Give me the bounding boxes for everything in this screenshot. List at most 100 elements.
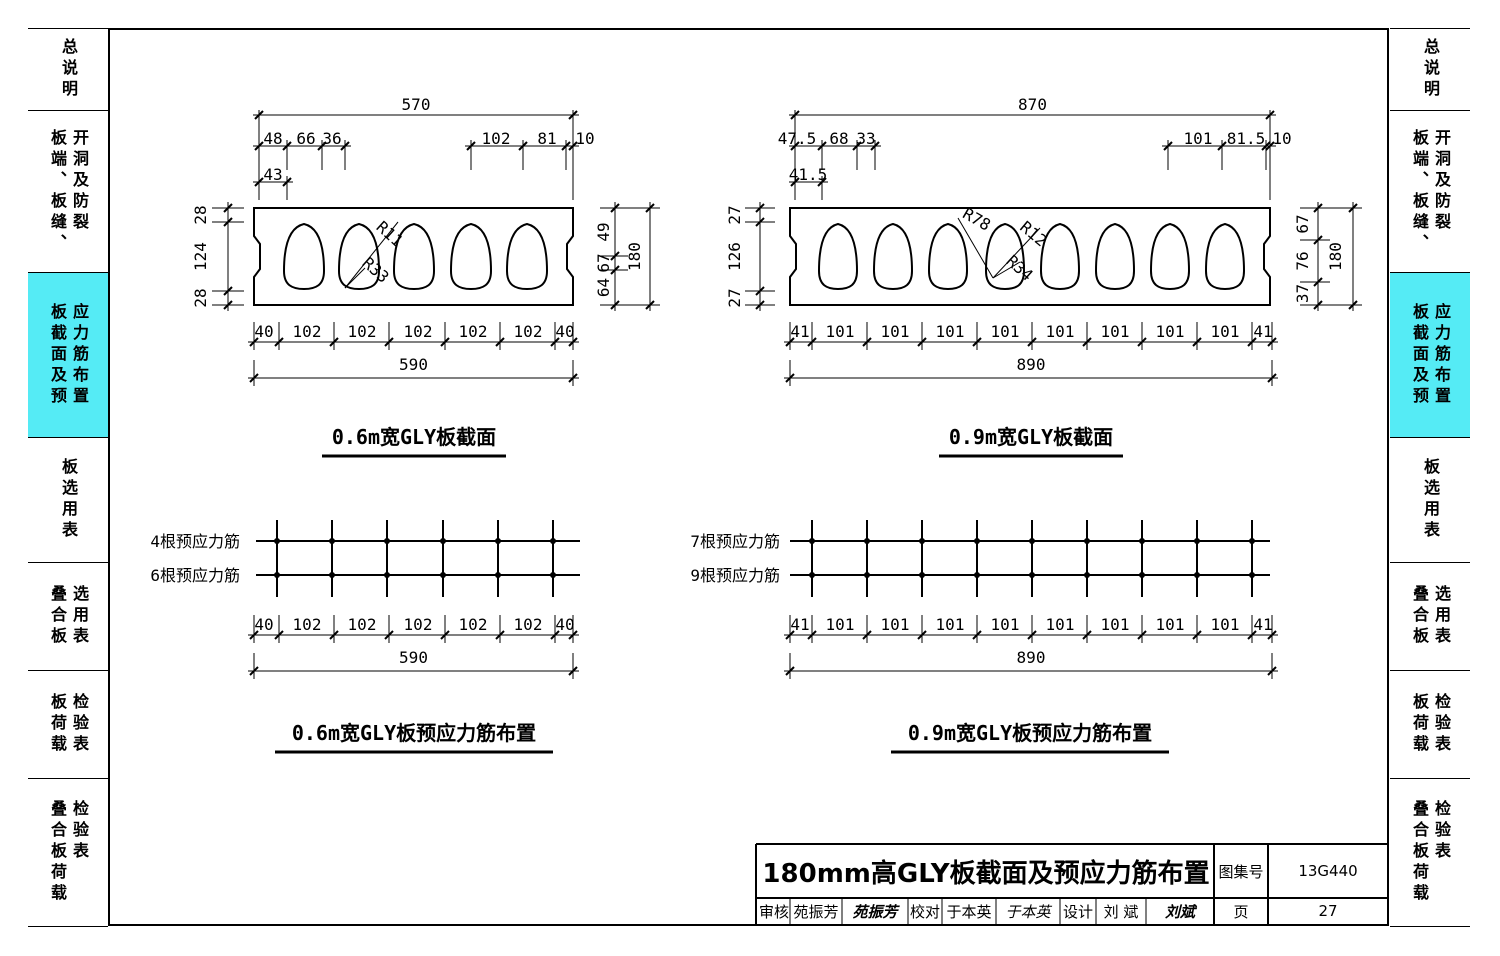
dim-tick [817, 177, 827, 187]
tendon-row-label: 9根预应力筋 [690, 566, 780, 585]
dim-tick [1247, 630, 1257, 640]
dim-text: 101 [1156, 615, 1185, 634]
drawing-main-title: 180mm高GLY板截面及预应力筋布置 [762, 858, 1210, 889]
title-block-lines [755, 843, 1389, 926]
dim-text: 28 [191, 288, 210, 307]
right-tab-4-text-0: 叠合板 [1410, 585, 1429, 648]
left-tab-4[interactable]: 叠合板选用表 [28, 562, 108, 670]
dim-tick [568, 666, 578, 676]
checker-signature: 于本英 [1005, 902, 1051, 921]
left-tab-2-text-0: 板截面及预 [48, 302, 67, 408]
left-tab-5[interactable]: 板荷载检验表 [28, 670, 108, 778]
dim-text: 10 [1272, 129, 1291, 148]
dim-tick [223, 300, 233, 310]
dim-tick [329, 337, 339, 347]
dim-tick [282, 141, 292, 151]
dim-text: 102 [348, 615, 377, 634]
dim-text: 102 [293, 615, 322, 634]
dim-text: 40 [254, 322, 273, 341]
drawing-frame [108, 28, 1389, 926]
right-tab-5[interactable]: 板荷载检验表 [1390, 670, 1470, 778]
right-tab-6[interactable]: 叠合板荷载检验表 [1390, 778, 1470, 926]
left-tab-4-text-1: 选用表 [70, 585, 89, 648]
core-hole-4 [1039, 222, 1081, 291]
right-tab-2[interactable]: 板截面及预应力筋布置 [1390, 272, 1470, 437]
dim-tick [384, 337, 394, 347]
left-tab-2-text-1: 应力筋布置 [70, 302, 89, 408]
title-tendon-09: 0.9m宽GLY板预应力筋布置 [908, 721, 1152, 745]
dim-text: 101 [991, 322, 1020, 341]
tendon-dot [1139, 572, 1145, 578]
core-hole-3 [984, 222, 1026, 291]
tendon-dot [1029, 538, 1035, 544]
dim-tick [1082, 630, 1092, 640]
tendon-dot [864, 572, 870, 578]
tendon-dot [440, 572, 446, 578]
dim-text: 36 [322, 129, 341, 148]
dim-tick [1027, 630, 1037, 640]
dim-text: 101 [826, 615, 855, 634]
dim-tick [1163, 141, 1173, 151]
right-tab-4[interactable]: 叠合板选用表 [1390, 562, 1470, 670]
right-tab-5-text-0: 板荷载 [1410, 693, 1429, 756]
dim-tick [340, 141, 350, 151]
dim-tick [817, 141, 827, 151]
right-tab-6-text-1: 检验表 [1432, 800, 1451, 863]
dim-tick [568, 630, 578, 640]
core-hole-6 [1149, 222, 1191, 291]
core-hole-5 [1094, 222, 1136, 291]
checker-name: 于本英 [946, 902, 992, 921]
dim-tick [870, 141, 880, 151]
tendon-dot [384, 538, 390, 544]
dim-text: 40 [555, 322, 574, 341]
dim-tick [223, 203, 233, 213]
dim-tick [755, 286, 765, 296]
dim-tick [790, 141, 800, 151]
dim-text: 102 [348, 322, 377, 341]
design-label: 设计 [1062, 902, 1093, 921]
right-tab-0[interactable]: 总说明 [1390, 28, 1470, 110]
dim-tick [568, 337, 578, 347]
left-tab-3[interactable]: 板选用表 [28, 437, 108, 562]
left-tab-5-text-1: 检验表 [70, 693, 89, 756]
core-hole-7 [1204, 222, 1246, 291]
dim-text: 47.5 [778, 129, 817, 148]
dim-text: 68 [829, 129, 848, 148]
designer-name: 刘 斌 [1103, 902, 1139, 921]
slab-outline [253, 207, 574, 306]
left-tab-2[interactable]: 板截面及预应力筋布置 [28, 272, 108, 437]
dim-tick [568, 141, 578, 151]
dim-text: 101 [1184, 129, 1213, 148]
review-label: 审核 [758, 902, 789, 921]
dim-tick [807, 337, 817, 347]
core-hole-2 [392, 222, 436, 291]
tendon-dot [550, 572, 556, 578]
right-tab-2-text-1: 应力筋布置 [1432, 302, 1451, 408]
dim-tick [1348, 300, 1358, 310]
left-tab-6[interactable]: 叠合板荷载检验表 [28, 778, 108, 926]
right-tabs-bottom-rule [1390, 926, 1470, 927]
dim-tick [610, 265, 620, 275]
right-tab-1[interactable]: 板端、板缝、开洞及防裂 [1390, 110, 1470, 272]
left-tab-1[interactable]: 板端、板缝、开洞及防裂 [28, 110, 108, 272]
tendon-dot [495, 572, 501, 578]
tendon-dot [1194, 538, 1200, 544]
dim-text: 101 [1101, 322, 1130, 341]
dim-text: 102 [293, 322, 322, 341]
dim-text: 101 [991, 615, 1020, 634]
tendon-dot [919, 572, 925, 578]
dim-tick [755, 300, 765, 310]
dim-tick [282, 177, 292, 187]
dim-tick [1027, 337, 1037, 347]
dim-text: 102 [482, 129, 511, 148]
dim-text: 101 [1101, 615, 1130, 634]
dim-text: 66 [296, 129, 315, 148]
dim-text: 590 [399, 648, 428, 667]
dim-text: 81.5 [1227, 129, 1266, 148]
left-tab-0[interactable]: 总说明 [28, 28, 108, 110]
dim-text: 40 [254, 615, 273, 634]
right-tab-3[interactable]: 板选用表 [1390, 437, 1470, 562]
tendon-dot [1139, 538, 1145, 544]
dim-tick [249, 666, 259, 676]
dim-tick [249, 337, 259, 347]
